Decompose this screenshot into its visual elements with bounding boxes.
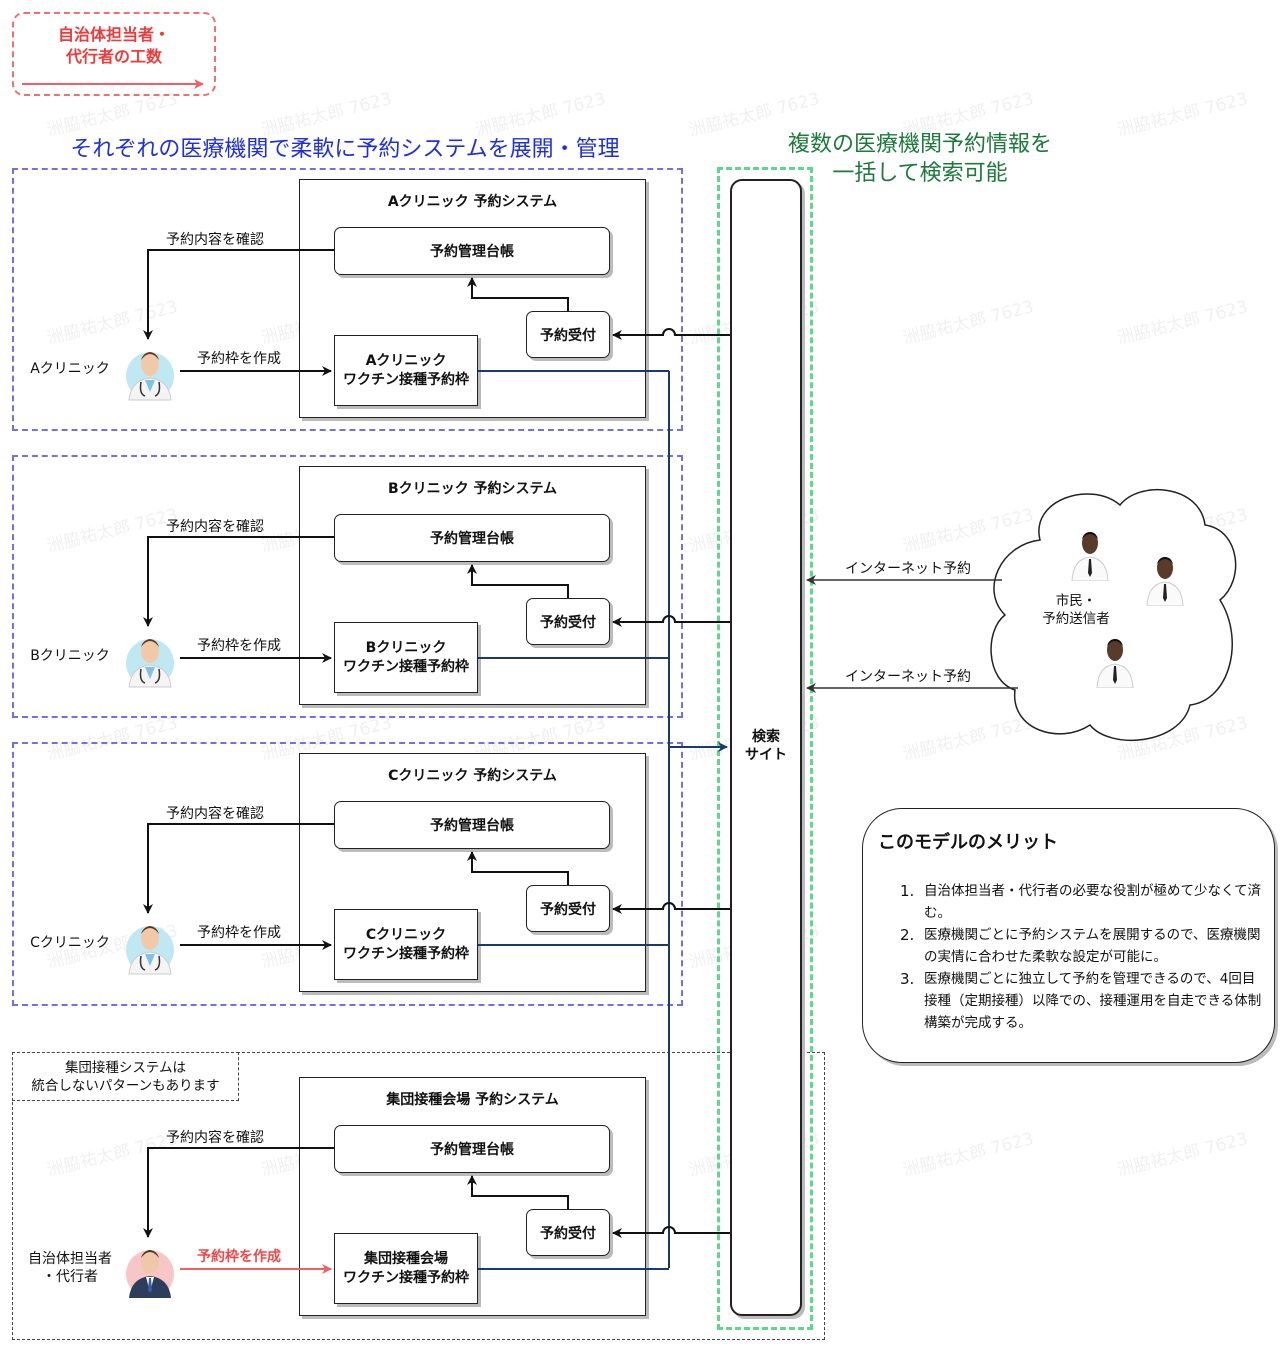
search-site-line2: サイト <box>745 747 787 763</box>
system-title: Bクリニック 予約システム <box>387 481 558 497</box>
slot-line2: ワクチン接種予約枠 <box>343 658 469 675</box>
merits-list: 1.自治体担当者・代行者の必要な役割が極めて少なくて済む。 2.医療機関ごとに予… <box>900 880 1262 1034</box>
internet-label-2: インターネット予約 <box>845 669 971 685</box>
legend-line1: 自治体担当者・ <box>57 25 170 44</box>
legend-box <box>12 12 216 96</box>
ledger-box[interactable]: 予約管理台帳 <box>334 227 610 275</box>
actor-name: Cクリニック <box>30 935 110 951</box>
ledger-box[interactable]: 予約管理台帳 <box>334 801 610 849</box>
reception-box[interactable]: 予約受付 <box>526 1209 610 1256</box>
group-note-line2: 統合しないパターンもあります <box>31 1078 220 1094</box>
citizen-icon <box>1143 550 1187 607</box>
reception-to-ledger-arrow <box>467 277 569 311</box>
slot-box[interactable]: 集団接種会場ワクチン接種予約枠 <box>334 1233 478 1304</box>
citizen-icon <box>1093 632 1137 689</box>
merit-item: 1.自治体担当者・代行者の必要な役割が極めて少なくて済む。 <box>900 882 1262 921</box>
internet-label-1: インターネット予約 <box>845 561 971 577</box>
reception-to-ledger-arrow <box>467 564 569 598</box>
confirm-label: 予約内容を確認 <box>166 1130 264 1146</box>
slot-line2: ワクチン接種予約枠 <box>343 945 469 962</box>
group-note: 集団接種システムは統合しないパターンもあります <box>12 1052 239 1101</box>
system-title: Cクリニック 予約システム <box>388 768 557 784</box>
slot-box[interactable]: Bクリニックワクチン接種予約枠 <box>334 622 478 693</box>
actor-name: 自治体担当者 ・代行者 <box>28 1251 112 1285</box>
reception-to-ledger-arrow <box>467 1175 569 1209</box>
ledger-box[interactable]: 予約管理台帳 <box>334 1125 610 1173</box>
citizens-label: 市民・予約送信者 <box>1030 592 1122 628</box>
section-a <box>12 168 683 431</box>
create-label: 予約枠を作成 <box>197 925 281 941</box>
confirm-arrow <box>143 823 334 914</box>
citizens-label-line2: 予約送信者 <box>1042 611 1110 627</box>
official-icon <box>123 1240 177 1300</box>
actor-name: Aクリニック <box>30 361 110 377</box>
actor-name: Bクリニック <box>30 648 110 664</box>
system-title: 集団接種会場 予約システム <box>386 1092 559 1108</box>
create-label: 予約枠を作成 <box>197 351 281 367</box>
citizens-label-line1: 市民・ <box>1055 593 1097 609</box>
right-heading-line1: 複数の医療機関予約情報を <box>787 132 1052 157</box>
citizen-icon <box>1068 525 1112 582</box>
slot-line1: 集団接種会場 <box>364 1250 448 1267</box>
confirm-label: 予約内容を確認 <box>166 806 264 822</box>
confirm-label: 予約内容を確認 <box>166 519 264 535</box>
search-to-reception-arrow <box>612 902 730 914</box>
search-site-line1: 検索 <box>752 729 780 745</box>
create-label: 予約枠を作成 <box>197 638 281 654</box>
confirm-arrow <box>143 536 334 627</box>
search-to-reception-arrow <box>612 615 730 627</box>
slot-line1: Cクリニック <box>365 926 447 943</box>
reception-to-ledger-arrow <box>467 851 569 885</box>
search-site-box[interactable] <box>730 179 802 1316</box>
merit-item: 2.医療機関ごとに予約システムを展開するので、医療機関の実情に合わせた柔軟な設定… <box>900 926 1261 965</box>
citizens-cloud <box>990 488 1237 742</box>
section-c <box>12 742 683 1006</box>
doctor-icon <box>123 916 177 976</box>
slot-line1: Bクリニック <box>365 639 447 656</box>
section-group <box>12 1052 825 1340</box>
reception-box[interactable]: 予約受付 <box>526 311 610 358</box>
confirm-arrow <box>143 249 334 340</box>
system-title: Aクリニック 予約システム <box>387 194 558 210</box>
left-heading: それぞれの医療機関で柔軟に予約システムを展開・管理 <box>70 137 620 162</box>
slot-line1: Aクリニック <box>365 352 447 369</box>
legend-label: 自治体担当者・代行者の工数 <box>12 24 216 68</box>
slot-box[interactable]: Aクリニックワクチン接種予約枠 <box>334 335 478 406</box>
confirm-label: 予約内容を確認 <box>166 232 264 248</box>
reception-box[interactable]: 予約受付 <box>526 885 610 932</box>
legend-line2: 代行者の工数 <box>65 47 162 66</box>
merits-title: このモデルのメリット <box>878 832 1058 853</box>
ledger-box[interactable]: 予約管理台帳 <box>334 514 610 562</box>
reception-box[interactable]: 予約受付 <box>526 598 610 645</box>
section-b <box>12 455 683 718</box>
right-heading-line2: 一括して検索可能 <box>832 161 1008 186</box>
merit-item: 3.医療機関ごとに独立して予約を管理できるので、4回目接種（定期接種）以降での、… <box>900 970 1262 1031</box>
search-to-reception-arrow <box>612 328 730 340</box>
slot-box[interactable]: Cクリニックワクチン接種予約枠 <box>334 909 478 980</box>
right-heading: 複数の医療機関予約情報を一括して検索可能 <box>740 130 1100 188</box>
search-site-label: 検索サイト <box>730 728 802 764</box>
confirm-arrow <box>143 1147 334 1238</box>
slot-line2: ワクチン接種予約枠 <box>343 1269 469 1286</box>
doctor-icon <box>123 629 177 689</box>
group-note-line1: 集団接種システムは <box>64 1060 187 1076</box>
search-to-reception-arrow <box>612 1226 730 1238</box>
merits-box <box>862 808 1275 1063</box>
create-label: 予約枠を作成 <box>197 1249 281 1265</box>
doctor-icon <box>123 342 177 402</box>
slot-line2: ワクチン接種予約枠 <box>343 371 469 388</box>
